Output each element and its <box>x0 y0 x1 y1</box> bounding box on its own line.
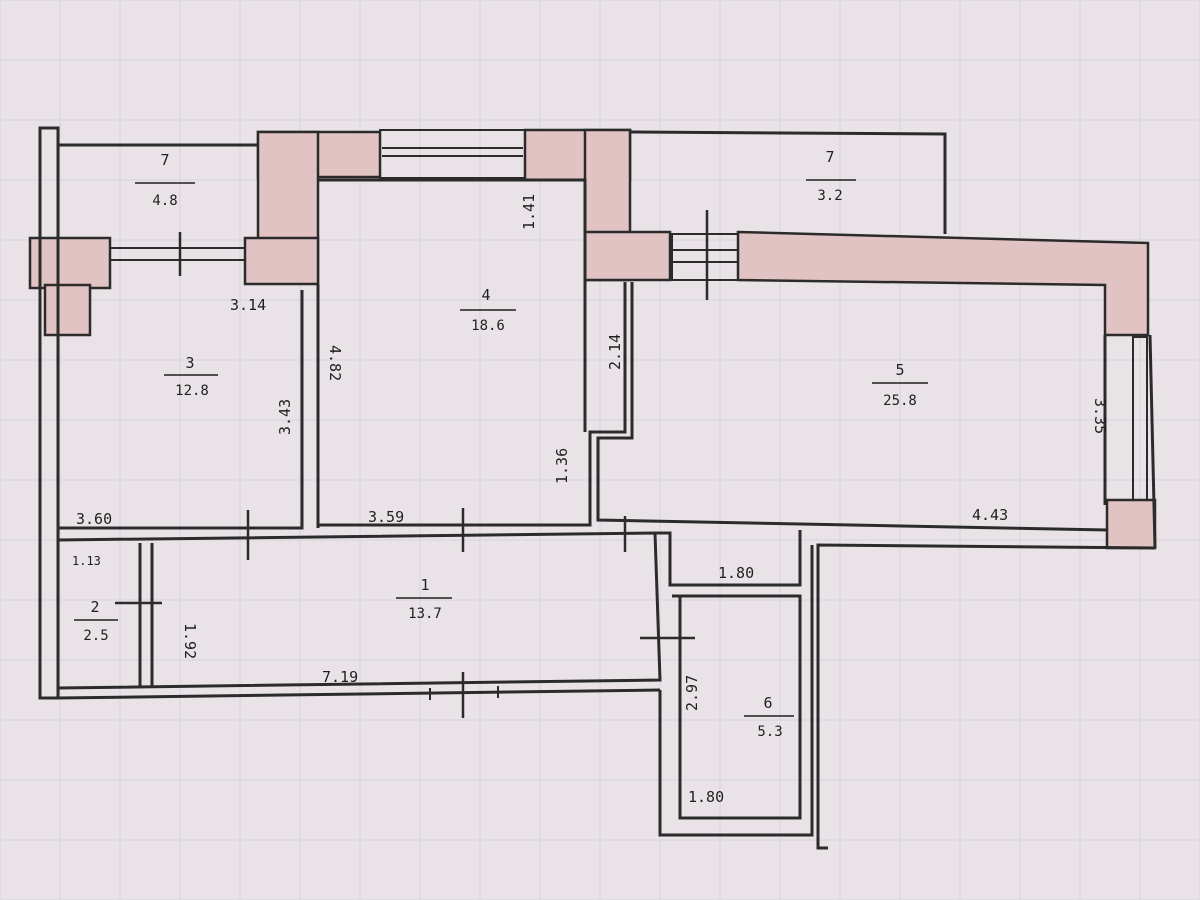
room-area: 3.2 <box>817 188 842 204</box>
dim-room3-bottom: 3.60 <box>76 510 112 528</box>
dim-room5-right: 3.35 <box>1091 398 1109 434</box>
dim-room6-left: 2.97 <box>683 675 701 711</box>
dim-room3-top: 3.14 <box>230 296 266 314</box>
room-label-5: 5 25.8 <box>872 361 928 409</box>
room-label-7-right: 7 3.2 <box>806 148 856 204</box>
dim-room3-right: 3.43 <box>276 399 294 435</box>
room-label-6: 6 5.3 <box>744 694 794 740</box>
dim-room5-bottom: 4.43 <box>972 506 1008 524</box>
dim-room4-topright: 1.41 <box>520 194 538 230</box>
room-labels: 1 13.7 2 2.5 3 12.8 4 18.6 5 25.8 6 5.3 <box>74 148 928 740</box>
room-number: 7 <box>825 148 834 166</box>
room-area: 4.8 <box>152 193 177 209</box>
dim-room2-top: 1.13 <box>72 554 101 568</box>
dim-room4-bottom: 3.59 <box>368 508 404 526</box>
doors <box>109 210 739 718</box>
room-label-3: 3 12.8 <box>164 354 218 399</box>
room-area: 12.8 <box>175 383 209 399</box>
room-label-2: 2 2.5 <box>74 598 118 644</box>
room-number: 4 <box>481 286 490 304</box>
room-number: 1 <box>420 576 429 594</box>
room-number: 7 <box>160 151 169 169</box>
room-label-1: 1 13.7 <box>396 576 452 622</box>
dimension-labels: 3.14 4.82 1.41 2.14 3.35 3.43 3.60 3.59 … <box>72 194 1109 806</box>
room-label-7-left: 7 4.8 <box>135 151 195 209</box>
room-area: 2.5 <box>83 628 108 644</box>
room-label-4: 4 18.6 <box>460 286 516 334</box>
masonry-piers <box>28 128 1157 550</box>
room-area: 5.3 <box>757 724 782 740</box>
walls <box>38 126 1157 850</box>
room-number: 3 <box>185 354 194 372</box>
room-area: 18.6 <box>471 318 505 334</box>
room-number: 5 <box>895 361 904 379</box>
dim-room5-left: 2.14 <box>606 334 624 370</box>
room-number: 6 <box>763 694 772 712</box>
room-area: 25.8 <box>883 393 917 409</box>
dim-room1-bottom: 7.19 <box>322 668 358 686</box>
room-area: 13.7 <box>408 606 442 622</box>
dim-room1-left: 1.92 <box>181 623 199 659</box>
dim-room4-left: 4.82 <box>326 345 344 381</box>
dim-corridor-step: 1.80 <box>718 564 754 582</box>
dim-room6-bottom: 1.80 <box>688 788 724 806</box>
dim-room4-step: 1.36 <box>553 448 571 484</box>
room-number: 2 <box>90 598 99 616</box>
